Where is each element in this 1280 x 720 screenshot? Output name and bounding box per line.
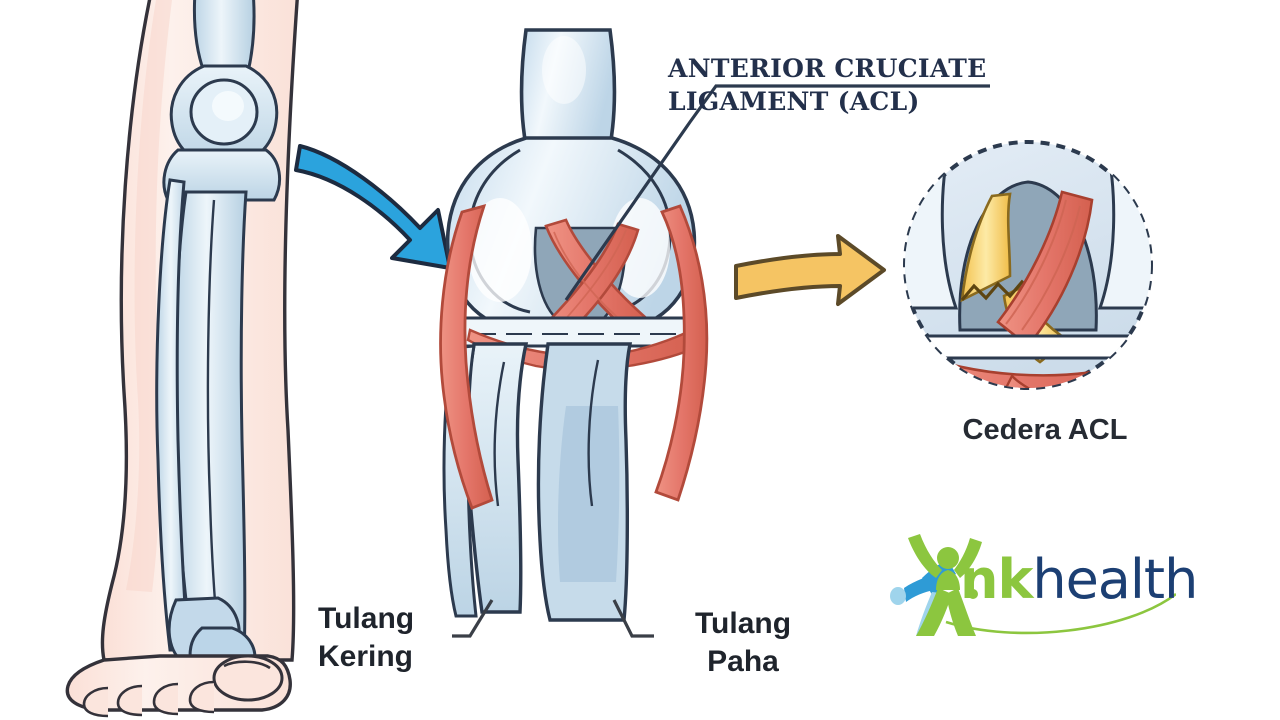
inset-plateau bbox=[905, 334, 1151, 360]
toe-5 bbox=[82, 686, 109, 718]
leader-line-tibia bbox=[452, 599, 494, 638]
leg-overview-panel bbox=[65, 0, 299, 718]
condyle-highlight-right bbox=[610, 198, 670, 298]
femur-label-line2: Paha bbox=[707, 645, 779, 679]
blue-arrow bbox=[294, 144, 452, 270]
tibia-contour-2 bbox=[587, 359, 600, 507]
acl-injury-inset-panel bbox=[903, 140, 1153, 390]
logo-accent-dot bbox=[968, 589, 978, 599]
tibia-label: Tulang Kering bbox=[318, 600, 458, 677]
yellow-arrow bbox=[734, 234, 886, 306]
patella-highlight bbox=[212, 91, 244, 121]
toe-3 bbox=[152, 682, 179, 716]
inset-pcl-fiber bbox=[1005, 199, 1067, 325]
inset-condyle-left bbox=[905, 142, 959, 310]
leader-line-acl bbox=[564, 84, 990, 301]
inset-condyle-right bbox=[1097, 142, 1151, 310]
condyle-highlight-left bbox=[468, 198, 532, 302]
leader-line-femur bbox=[612, 599, 654, 638]
logo-arm-left bbox=[908, 534, 942, 578]
logo-leg-left bbox=[916, 588, 952, 636]
inset-lower-ligament bbox=[905, 350, 1138, 388]
tibia-label-line1: Tulang bbox=[318, 602, 415, 635]
logo-health-text: health bbox=[1032, 548, 1198, 611]
condyle-arc-right bbox=[611, 148, 672, 314]
toe-big bbox=[212, 654, 284, 702]
inset-caption: Cedera ACL bbox=[962, 414, 1128, 446]
collateral-ligament-right bbox=[654, 204, 709, 502]
logo-nk-text: nk bbox=[960, 548, 1033, 611]
inset-pcl-fiber2 bbox=[1021, 205, 1081, 331]
calf-shading bbox=[126, 0, 172, 592]
logo-wordmark: nkhealth bbox=[960, 548, 1198, 611]
acl-title: ANTERIOR CRUCIATE LIGAMENT (ACL) bbox=[668, 52, 998, 118]
femur-label-line1: Tulang bbox=[694, 607, 792, 640]
inset-ligament-tail bbox=[1004, 373, 1060, 388]
logo-head bbox=[937, 547, 959, 569]
nkhealth-logo: nkhealth bbox=[876, 532, 1198, 640]
acl-tear-zigzag bbox=[960, 279, 1036, 302]
tibia-label-line2: Kering bbox=[318, 640, 414, 674]
shaft-highlight bbox=[542, 36, 586, 104]
acl-title-line2: LIGAMENT (ACL) bbox=[668, 87, 920, 116]
knee-detail-panel bbox=[439, 28, 709, 622]
tibial-plateau bbox=[162, 148, 282, 202]
femur-label: Tulang Paha bbox=[668, 605, 818, 682]
tibia-contour-1 bbox=[493, 361, 506, 507]
femur-shaft bbox=[192, 0, 256, 74]
toe-2 bbox=[188, 680, 215, 714]
logo-torso bbox=[936, 570, 960, 590]
toenail-line bbox=[223, 660, 271, 670]
logo-figure-icon bbox=[890, 534, 1177, 636]
acl-torn-upper bbox=[960, 192, 1012, 303]
toe-4 bbox=[116, 684, 143, 717]
acl-title-line1: ANTERIOR CRUCIATE bbox=[668, 54, 987, 83]
collateral-ligament-left bbox=[439, 203, 494, 510]
logo-arm-right bbox=[954, 538, 982, 578]
logo-blue-dot bbox=[890, 587, 906, 605]
tibia-shading bbox=[558, 406, 620, 582]
logo-swoosh bbox=[945, 592, 1177, 635]
